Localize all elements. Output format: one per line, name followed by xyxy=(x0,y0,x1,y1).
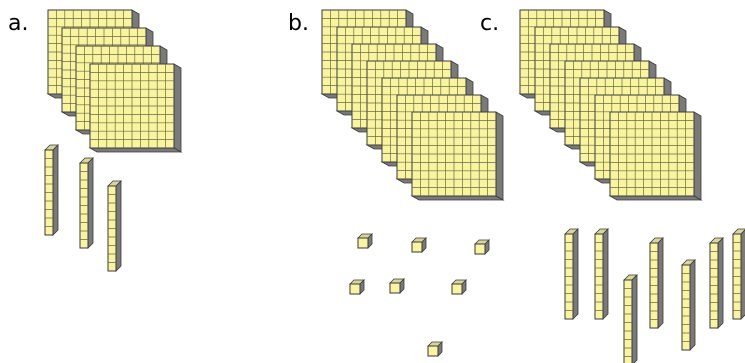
hundred-flat xyxy=(90,64,181,152)
one-cube xyxy=(475,240,489,254)
panel-c xyxy=(520,10,745,363)
ten-rod xyxy=(650,238,663,328)
hundred-flat xyxy=(610,112,701,200)
panel-b xyxy=(322,10,503,356)
panel-b-label: b. xyxy=(288,11,309,36)
panel-a xyxy=(45,10,181,271)
ten-rod xyxy=(710,238,723,328)
ten-rod xyxy=(108,181,121,271)
one-cube xyxy=(452,280,466,294)
ten-rod xyxy=(733,229,745,319)
one-cube xyxy=(350,280,364,294)
ten-rod xyxy=(595,229,608,319)
panel-a-label: a. xyxy=(8,11,28,36)
one-cube xyxy=(412,238,426,252)
one-cube xyxy=(428,342,442,356)
ten-rod xyxy=(80,158,93,248)
hundred-flat xyxy=(412,112,503,200)
one-cube xyxy=(358,234,372,248)
one-cube xyxy=(390,279,404,293)
ten-rod xyxy=(682,260,695,350)
ten-rod xyxy=(565,229,578,319)
ten-rod xyxy=(624,275,637,363)
panel-c-label: c. xyxy=(480,11,499,36)
ten-rod xyxy=(45,145,58,235)
